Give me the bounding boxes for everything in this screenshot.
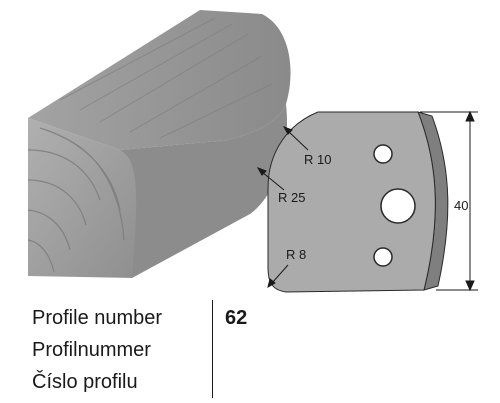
radius-leaders <box>256 126 309 289</box>
knife-face <box>267 111 436 293</box>
radius-label-r8: R 8 <box>286 247 306 262</box>
caption-profile-number-cz: Číslo profilu <box>32 371 138 393</box>
caption-profile-number-de: Profilnummer <box>32 339 151 361</box>
height-label: 40 <box>454 198 468 213</box>
wood-end-grain <box>28 118 137 278</box>
wood-top-surface <box>28 10 291 150</box>
caption-profile-number-en: Profile number <box>32 307 163 329</box>
radius-label-r25: R 25 <box>278 190 305 205</box>
caption-divider <box>212 300 213 398</box>
knife-hole-bottom <box>373 247 393 267</box>
radius-label-r10: R 10 <box>304 152 331 167</box>
wood-grain-rings <box>27 127 125 273</box>
knife-profile <box>267 111 449 293</box>
wood-profile-face <box>120 104 288 278</box>
knife-hole-middle <box>380 188 416 224</box>
wood-top-grain <box>59 17 273 139</box>
profile-number-value: 62 <box>225 307 248 329</box>
wood-molding <box>27 10 291 278</box>
height-dimension <box>420 110 478 292</box>
knife-hole-top <box>373 144 393 164</box>
